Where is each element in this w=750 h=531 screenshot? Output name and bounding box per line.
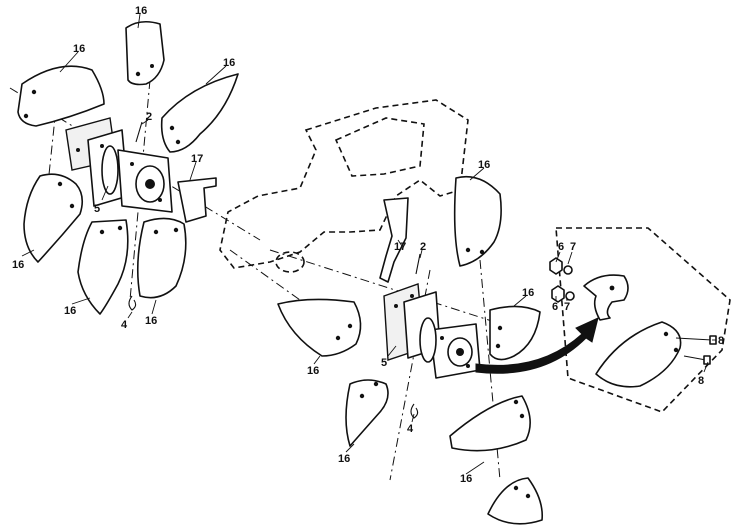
callout-4: 4 [407, 423, 414, 435]
hairpin-clip [410, 403, 419, 419]
lock-nut [549, 257, 563, 275]
callout-16: 16 [12, 259, 24, 271]
tine-blade [449, 395, 531, 452]
callout-5: 5 [94, 203, 100, 215]
u-bracket [583, 274, 629, 321]
tine-blade [277, 298, 362, 357]
callout-16: 16 [460, 473, 472, 485]
lock-nut [551, 285, 565, 303]
callout-16: 16 [307, 365, 319, 377]
callout-8: 8 [698, 375, 704, 387]
callout-5: 5 [381, 357, 387, 369]
tiller-housing-frame [219, 99, 469, 301]
tine-blade [487, 477, 544, 525]
tine-blade [345, 379, 389, 447]
callout-16: 16 [522, 287, 534, 299]
tine-blade [77, 219, 129, 315]
tine-blade [453, 175, 502, 267]
mounting-bracket [177, 177, 217, 223]
callout-7: 7 [570, 241, 576, 253]
callout-17: 17 [191, 153, 203, 165]
tine-blade [17, 65, 105, 127]
callout-17: 17 [394, 241, 406, 253]
callout-6: 6 [558, 241, 564, 253]
leader-lines [21, 13, 716, 475]
left-tine-assembly [9, 20, 261, 315]
tine-blade [23, 173, 84, 263]
tine-blade [489, 305, 541, 361]
callout-16: 16 [223, 57, 235, 69]
callout-8: 8 [718, 335, 724, 347]
callout-16: 16 [145, 315, 157, 327]
callout-16: 16 [135, 5, 147, 17]
callout-16: 16 [478, 159, 490, 171]
tine-blade [125, 20, 165, 86]
bolt [683, 355, 707, 361]
right-tine-assembly [269, 175, 599, 525]
callout-16: 16 [338, 453, 350, 465]
hairpin-clip [128, 295, 137, 311]
washer [565, 291, 575, 301]
washer [563, 265, 573, 275]
mounting-bracket [379, 197, 409, 283]
callout-16: 16 [73, 43, 85, 55]
tine-blade [595, 321, 682, 388]
callout-4: 4 [121, 319, 128, 331]
detail-inset [549, 227, 731, 413]
callout-16: 16 [64, 305, 76, 317]
callout-7: 7 [564, 301, 570, 313]
shear-pin [415, 253, 421, 275]
bolt [675, 337, 713, 341]
callout-2: 2 [146, 111, 152, 123]
callout-2: 2 [420, 241, 426, 253]
callout-labels: 16 16 16 2 17 5 16 16 16 4 16 2 17 16 5 … [12, 5, 724, 485]
tine-blade [136, 217, 187, 299]
detail-arrow [475, 317, 599, 374]
tine-blade [160, 73, 239, 153]
callout-6: 6 [552, 301, 558, 313]
shear-pin [135, 121, 143, 143]
